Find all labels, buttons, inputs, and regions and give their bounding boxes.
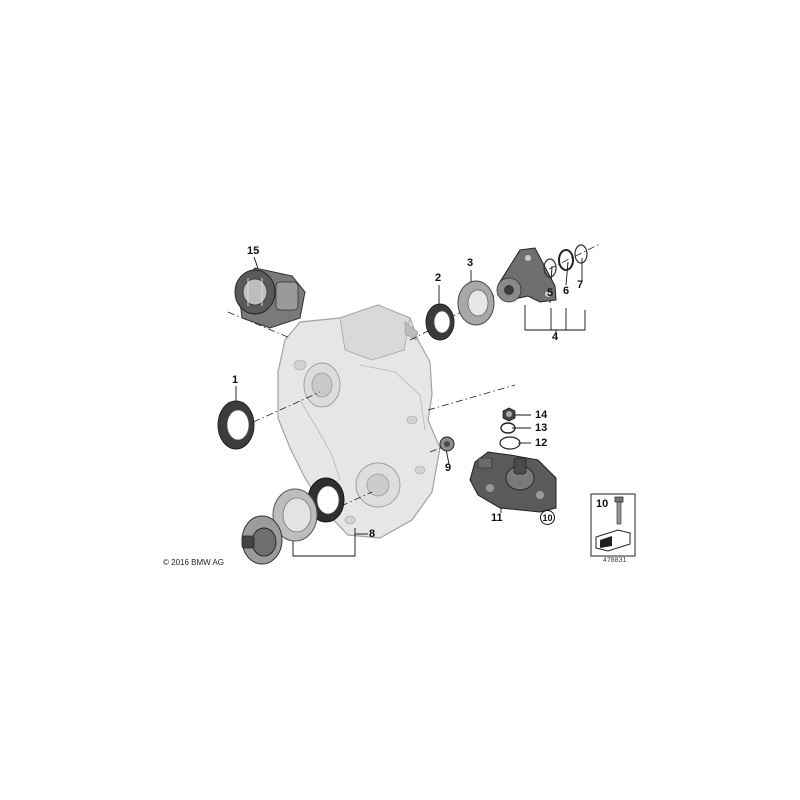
part-9-plug bbox=[439, 436, 455, 452]
callout-10-circled: 10 bbox=[540, 510, 555, 525]
callout-8: 8 bbox=[369, 528, 376, 540]
part-12-o-ring bbox=[499, 436, 521, 450]
part-7-ring bbox=[574, 244, 588, 264]
callout-13: 13 bbox=[535, 422, 548, 434]
callout-7: 7 bbox=[577, 279, 584, 291]
callout-5: 5 bbox=[547, 287, 554, 299]
callout-4: 4 bbox=[552, 331, 559, 343]
part-13-o-ring bbox=[500, 422, 516, 434]
part-14-nut bbox=[502, 407, 516, 422]
callout-10-inset: 10 bbox=[596, 498, 609, 510]
part-3-disc bbox=[457, 280, 495, 326]
part-2-shaft-seal bbox=[425, 303, 455, 341]
callout-12: 12 bbox=[535, 437, 548, 449]
callout-6: 6 bbox=[563, 285, 570, 297]
diagram-number: 478831 bbox=[603, 557, 627, 564]
part-15-flange-carrier bbox=[234, 267, 306, 329]
callout-11: 11 bbox=[491, 512, 503, 524]
part-6-ring bbox=[558, 249, 574, 271]
callout-2: 2 bbox=[435, 272, 442, 284]
part-4-output-flange bbox=[496, 247, 557, 303]
callout-9: 9 bbox=[445, 462, 452, 474]
callout-15: 15 bbox=[247, 245, 260, 257]
part-1-shaft-seal bbox=[217, 400, 255, 450]
callout-3: 3 bbox=[467, 257, 474, 269]
part-11-actuator bbox=[469, 451, 557, 513]
callout-14: 14 bbox=[535, 409, 548, 421]
part-5-ring bbox=[543, 258, 557, 278]
part-10-inset-box bbox=[590, 493, 636, 557]
callout-leader-lines bbox=[235, 256, 586, 557]
part-8-gear-set bbox=[241, 477, 345, 565]
copyright-text: © 2016 BMW AG bbox=[163, 558, 225, 567]
callout-1: 1 bbox=[232, 374, 239, 386]
